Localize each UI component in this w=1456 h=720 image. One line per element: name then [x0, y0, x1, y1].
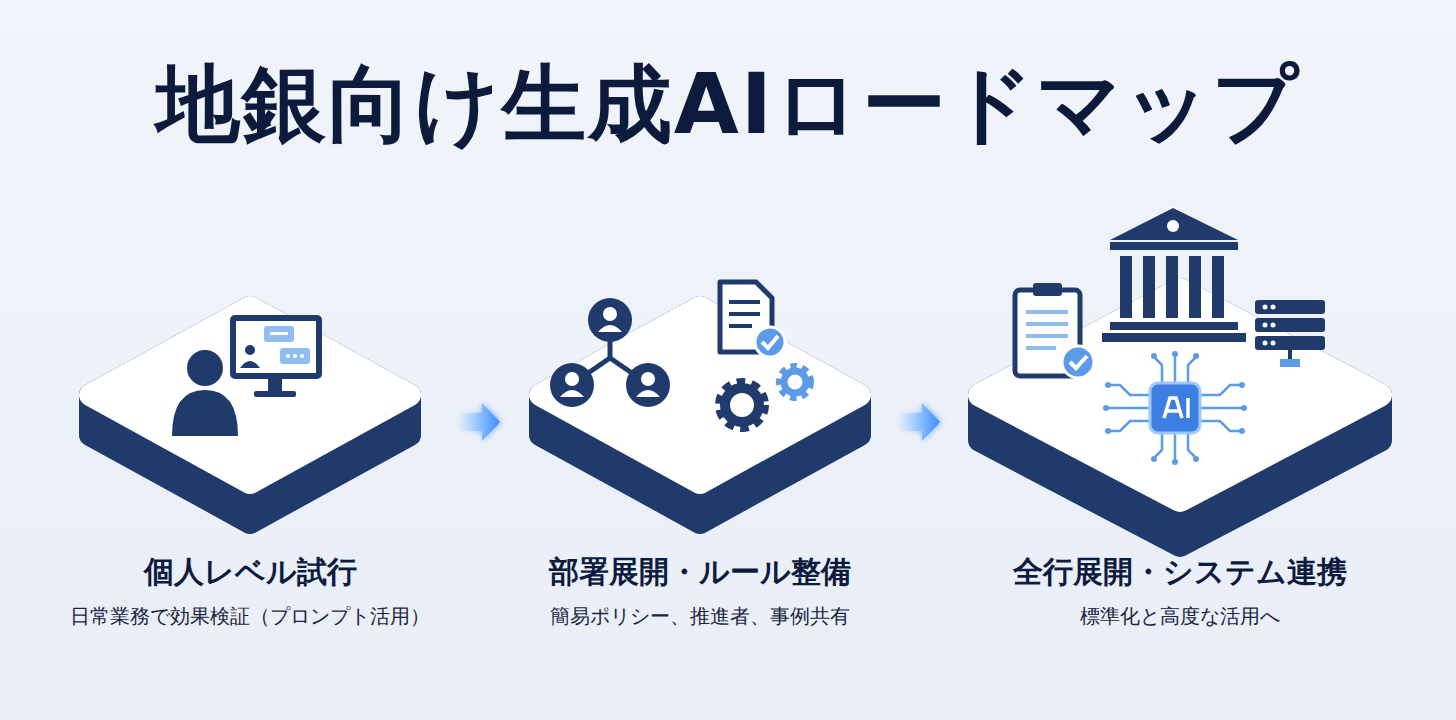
- stage-description: 日常業務で効果検証（プロンプト活用）: [46, 603, 454, 630]
- arrow-shape: [900, 403, 940, 441]
- stage-platform: 全行展開・システム連携標準化と高度な活用へ: [946, 190, 1414, 630]
- stage-texts: 部署展開・ルール整備簡易ポリシー、推進者、事例共有: [506, 552, 894, 630]
- platform-illustration: [510, 190, 890, 550]
- flow-arrow: [900, 403, 940, 441]
- stage-texts: 個人レベル試行日常業務で効果検証（プロンプト活用）: [46, 552, 454, 630]
- stage-description: 簡易ポリシー、推進者、事例共有: [506, 603, 894, 630]
- arrow-shape: [460, 403, 500, 441]
- flow-arrow: [460, 403, 500, 441]
- stage-platform: 部署展開・ルール整備簡易ポリシー、推進者、事例共有: [506, 190, 894, 630]
- platform-illustration: [950, 190, 1410, 550]
- diagram-title: 地銀向け生成AIロードマップ: [0, 48, 1456, 162]
- stage-heading: 部署展開・ルール整備: [506, 552, 894, 593]
- platform-illustration: [50, 190, 450, 550]
- stage-heading: 全行展開・システム連携: [946, 552, 1414, 593]
- stage-platform: 個人レベル試行日常業務で効果検証（プロンプト活用）: [46, 190, 454, 630]
- stage-heading: 個人レベル試行: [46, 552, 454, 593]
- stage-description: 標準化と高度な活用へ: [946, 603, 1414, 630]
- stage-texts: 全行展開・システム連携標準化と高度な活用へ: [946, 552, 1414, 630]
